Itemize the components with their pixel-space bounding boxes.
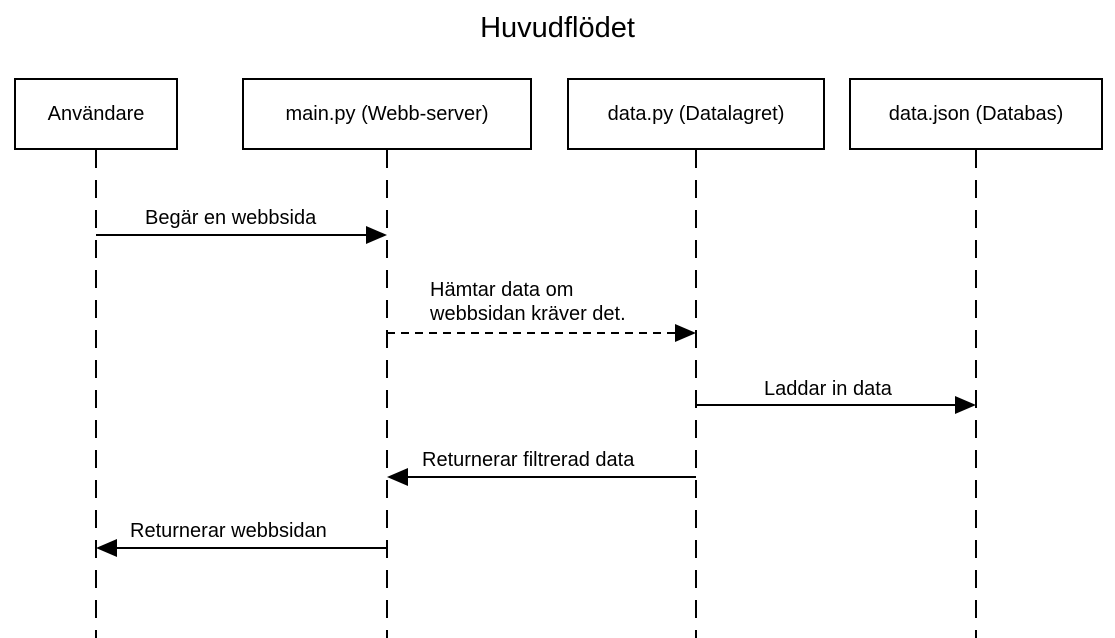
participant-anvandare: Användare — [14, 78, 178, 150]
message-label-returnerar-filtrerad-data: Returnerar filtrerad data — [422, 449, 635, 471]
arrowhead-begar-webbsida — [366, 226, 387, 244]
arrowhead-hamtar-data — [675, 324, 696, 342]
participant-main-py: main.py (Webb-server) — [242, 78, 532, 150]
arrowhead-returnerar-filtrerad-data — [387, 468, 408, 486]
message-label-laddar-in-data: Laddar in data — [764, 378, 892, 400]
participant-data-json: data.json (Databas) — [849, 78, 1103, 150]
arrowhead-laddar-in-data — [955, 396, 976, 414]
participant-data-py: data.py (Datalagret) — [567, 78, 825, 150]
message-label-hamtar-data: Hämtar data om webbsidan kräver det. — [430, 279, 626, 325]
message-label-returnerar-webbsidan: Returnerar webbsidan — [130, 520, 327, 542]
arrowhead-returnerar-webbsidan — [96, 539, 117, 557]
diagram-title: Huvudflödet — [480, 12, 635, 44]
message-label-begar-webbsida: Begär en webbsida — [145, 207, 317, 229]
